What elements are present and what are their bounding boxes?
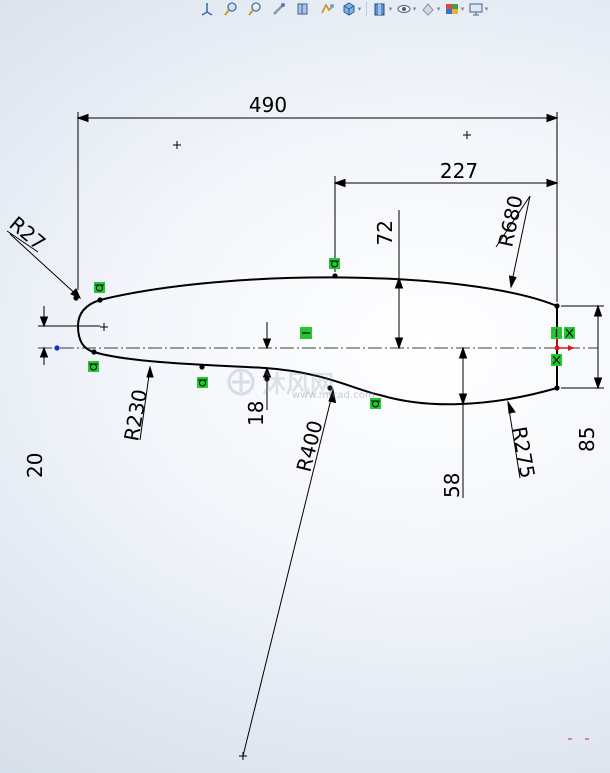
sketch-point[interactable] [327,385,333,391]
display-style-icon [374,3,385,16]
edit-appearance-button[interactable]: ▾ [419,0,441,18]
sketch-points [73,273,560,391]
view-settings-icon [469,3,483,16]
arc-center-mark[interactable] [173,141,181,149]
coincident-relation-icon[interactable] [564,327,575,339]
dimension-r680-lines [495,195,531,289]
chevron-down-icon: ▾ [460,5,465,13]
dimension-r27-label[interactable]: R27 [5,211,51,255]
zoom-to-area-button[interactable] [244,0,266,18]
dimension-20-lines [38,306,100,365]
zoom-to-area-icon [248,2,261,16]
chevron-down-icon: ▾ [484,5,489,13]
dimension-18-label[interactable]: 18 [244,401,268,426]
dimension-r400-label[interactable]: R400 [292,418,328,474]
zoom-to-fit-icon [224,2,237,16]
dimension-r680-label[interactable]: R680 [493,193,527,249]
dimension-72-label[interactable]: 72 [373,220,397,245]
sketch-point[interactable] [97,297,103,303]
dimension-72-lines [394,210,404,350]
chevron-down-icon: ▾ [357,5,362,13]
previous-view-button[interactable] [268,0,290,18]
dimension-227-lines [333,176,559,272]
tangent-relation-icon[interactable] [94,282,105,293]
dimension-r400-lines [242,388,337,757]
dimension-20-label[interactable]: 20 [23,453,47,478]
hide-show-items-icon [397,5,411,13]
centerline-endpoint[interactable] [54,345,60,351]
dimension-r27-lines [6,230,81,299]
chevron-down-icon: ▾ [412,5,417,13]
dimension-85-label[interactable]: 85 [575,427,599,452]
view-orientation-icon [201,3,213,16]
view-orientation-cube-icon [343,2,355,16]
view-orientation-button[interactable] [196,0,218,18]
coincident-relation-icon[interactable] [551,354,562,366]
tangent-relation-icon[interactable] [329,258,340,269]
dimension-r275-lines [507,400,521,479]
toolbar-separator [366,2,367,16]
tangent-relation-icon[interactable] [370,398,381,409]
tangent-relation-icon[interactable] [197,377,208,388]
edge-markers [568,738,589,740]
sketch-point[interactable] [199,364,205,370]
display-style-button[interactable]: ▾ [371,0,393,18]
dimension-85-lines [561,304,604,390]
arc-center-mark[interactable] [463,131,471,139]
apply-scene-button[interactable]: ▾ [443,0,465,18]
zoom-to-fit-button[interactable] [220,0,242,18]
hide-show-items-button[interactable]: ▾ [395,0,417,18]
arc-center-marks [100,131,471,760]
dimension-58-lines [458,346,468,498]
view-orientation-cube-button[interactable]: ▾ [340,0,362,18]
sketch-point[interactable] [554,385,560,391]
dimension-r230-label[interactable]: R230 [119,387,152,442]
dimension-r230-lines [139,365,154,441]
section-view-icon [297,3,308,15]
dimension-r275-label[interactable]: R275 [507,425,540,480]
sketch-point[interactable] [91,349,97,355]
view-settings-button[interactable]: ▾ [467,0,489,18]
vertical-relation-icon[interactable] [551,327,562,339]
chevron-down-icon: ▾ [388,5,393,13]
sketch-point[interactable] [332,273,338,279]
arc-center-mark[interactable] [100,323,108,331]
dimension-490-lines [76,112,559,302]
horizontal-relation-icon[interactable] [300,327,312,339]
sketch-point[interactable] [554,303,560,309]
apply-scene-icon [445,4,458,14]
dimension-227-label[interactable]: 227 [440,159,478,183]
previous-view-icon [273,3,285,15]
dimension-18-lines [262,322,272,410]
dimension-58-label[interactable]: 58 [440,473,464,498]
heads-up-view-toolbar: ▾ ▾ ▾ ▾ ▾ ▾ [196,0,610,18]
airfoil-profile[interactable] [76,276,558,406]
dynamic-annotation-button[interactable] [316,0,338,18]
sketch-relations [88,258,575,409]
chevron-down-icon: ▾ [436,5,441,13]
edit-appearance-icon [422,3,434,16]
watermark-url: www.mfcad.com [292,390,375,401]
section-view-button[interactable] [292,0,314,18]
tangent-relation-icon[interactable] [88,361,99,372]
dynamic-annotation-icon [321,3,334,14]
dimension-490-label[interactable]: 490 [249,93,287,117]
